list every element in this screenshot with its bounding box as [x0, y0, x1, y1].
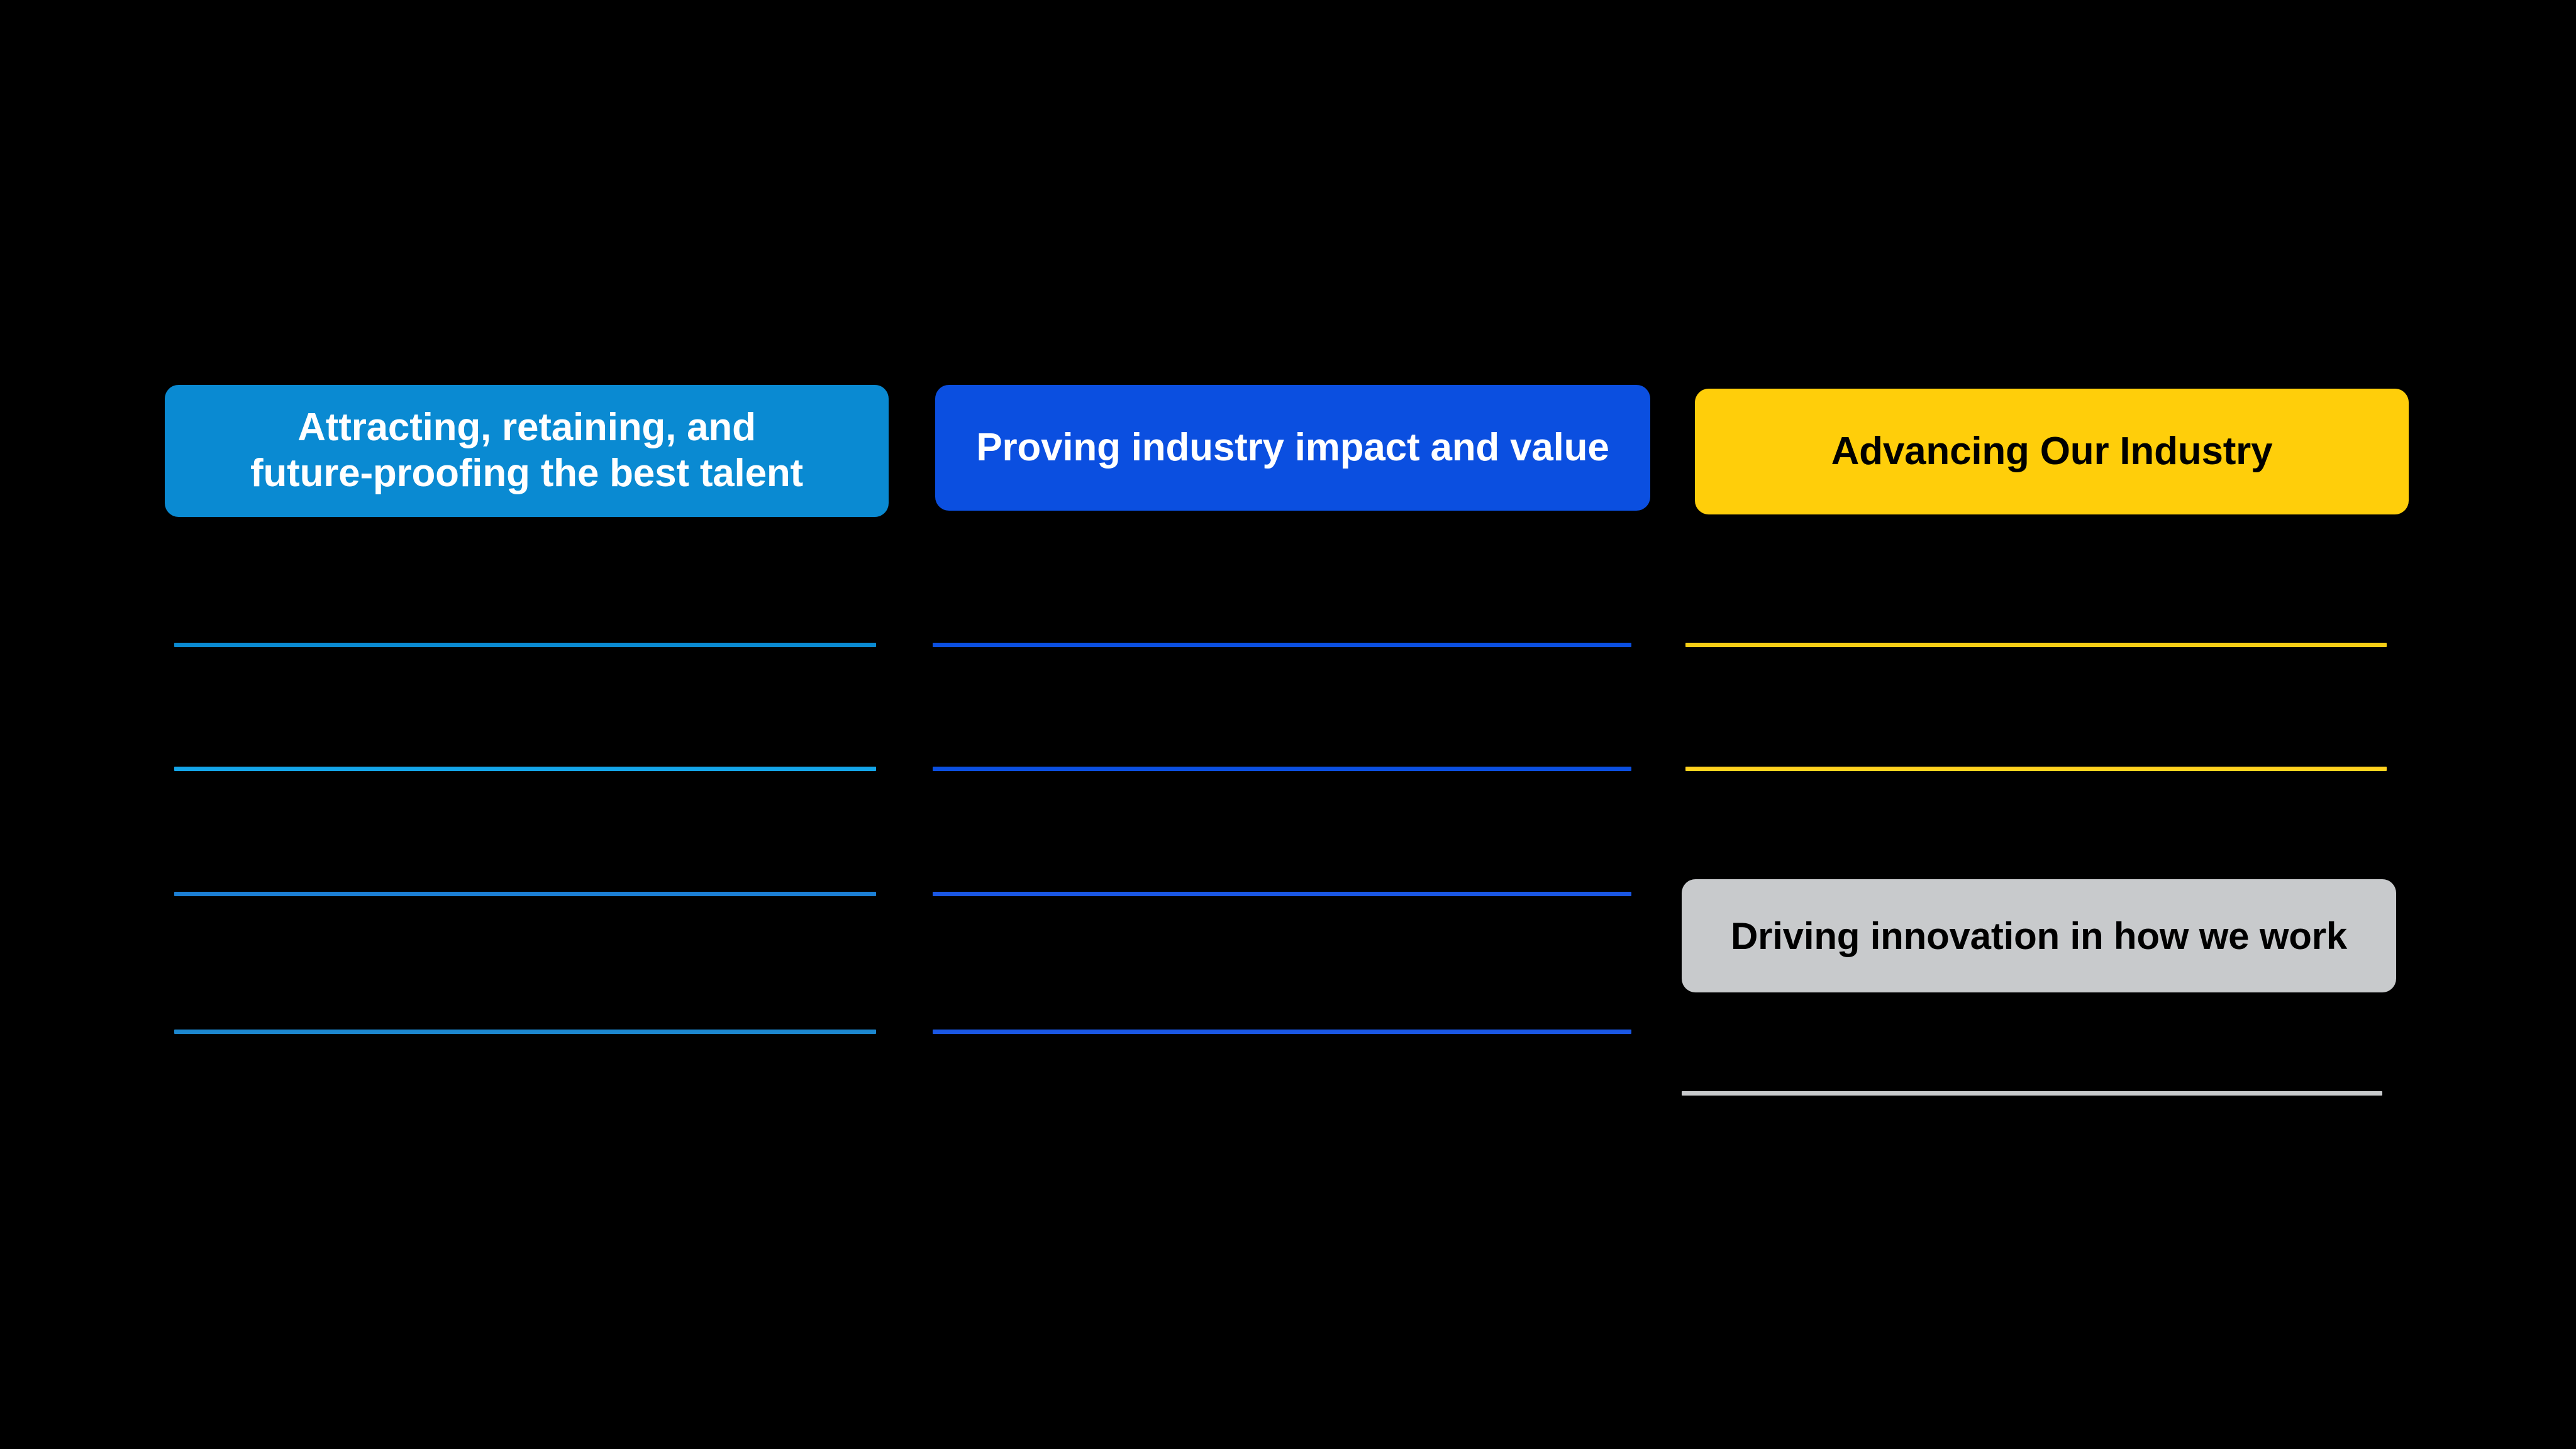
divider-line-attracting-2	[174, 767, 876, 771]
divider-line-proving-2	[933, 767, 1631, 771]
pillar-title-proving-impact: Proving industry impact and value	[976, 425, 1609, 469]
divider-line-attracting-1	[174, 643, 876, 647]
pillar-title-advancing-industry: Advancing Our Industry	[1831, 429, 2273, 473]
divider-line-proving-3	[933, 892, 1631, 896]
pillar-card-advancing-industry[interactable]: Advancing Our Industry	[1695, 389, 2409, 514]
sub-card-title-driving-innovation: Driving innovation in how we work	[1730, 914, 2348, 957]
pillar-card-proving-impact[interactable]: Proving industry impact and value	[935, 385, 1650, 511]
divider-line-advancing-2	[1685, 767, 2387, 771]
pillar-card-attracting-talent[interactable]: Attracting, retaining, and future-proofi…	[165, 385, 889, 517]
divider-line-advancing-3	[1682, 1091, 2382, 1096]
divider-line-proving-4	[933, 1030, 1631, 1034]
sub-card-driving-innovation[interactable]: Driving innovation in how we work	[1682, 879, 2396, 992]
pillar-title-attracting-talent: Attracting, retaining, and future-proofi…	[250, 406, 803, 495]
divider-line-attracting-4	[174, 1030, 876, 1034]
divider-line-attracting-3	[174, 892, 876, 896]
divider-line-advancing-1	[1685, 643, 2387, 647]
divider-line-proving-1	[933, 643, 1631, 647]
